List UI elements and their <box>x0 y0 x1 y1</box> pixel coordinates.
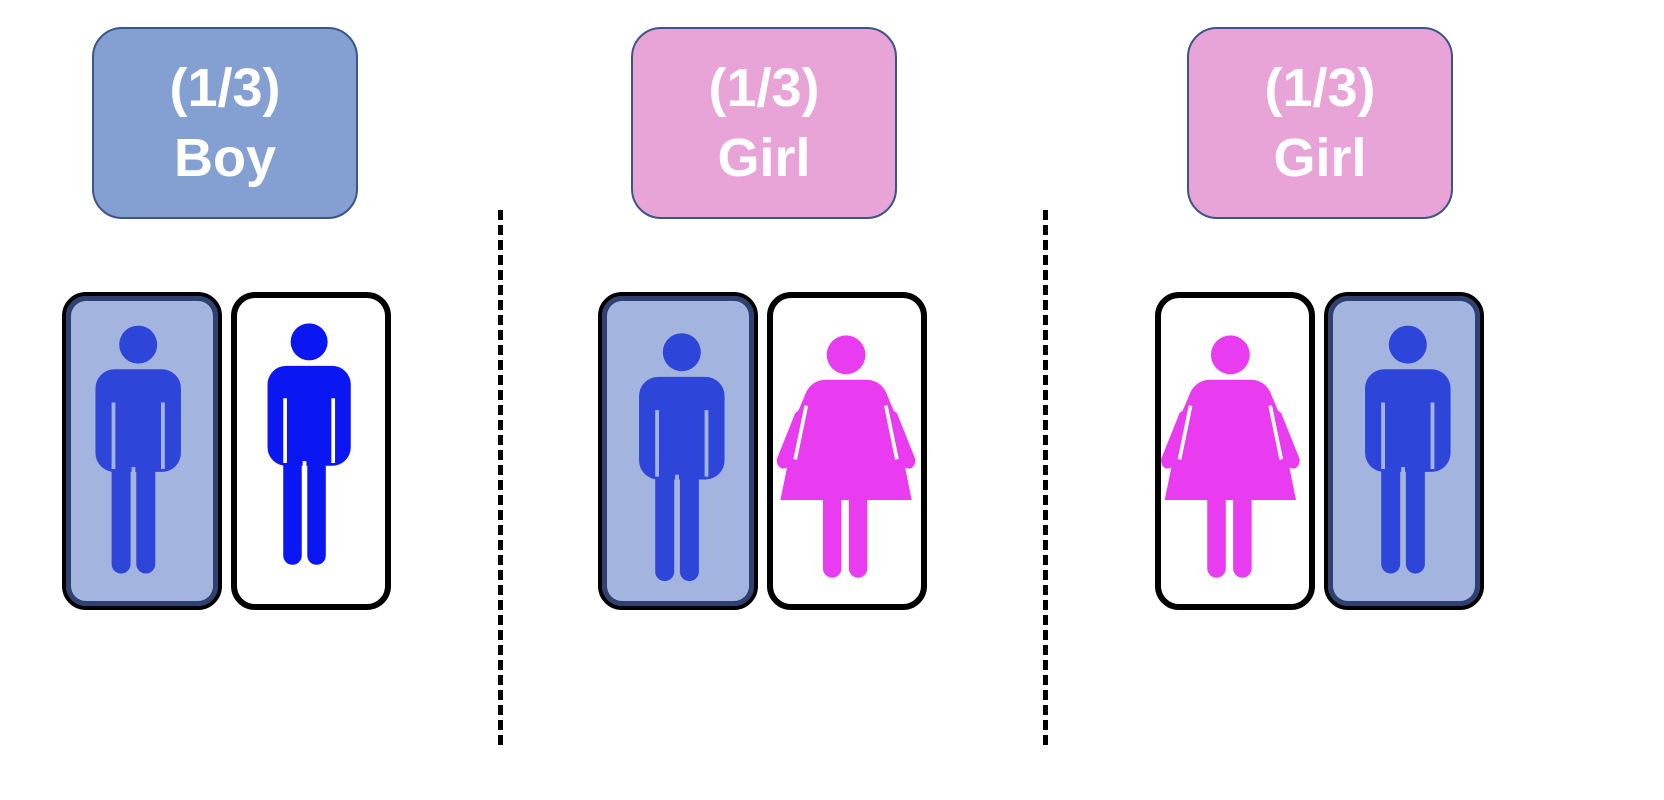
outcome-label-3: (1/3) Girl <box>1187 27 1453 219</box>
child-card-shaded <box>1324 292 1484 610</box>
male-icon <box>267 323 351 567</box>
probability-text: (1/3) <box>708 58 820 118</box>
child-card-plain <box>767 292 927 610</box>
male-icon <box>1365 325 1451 576</box>
dashed-divider <box>1043 210 1048 745</box>
child-card-plain <box>231 292 391 610</box>
male-icon <box>95 325 181 576</box>
outcome-label-1: (1/3) Boy <box>92 27 358 219</box>
outcome-label-2: (1/3) Girl <box>631 27 897 219</box>
child-card-shaded <box>62 292 222 610</box>
male-icon <box>639 333 725 584</box>
probability-text: (1/3) <box>1264 58 1376 118</box>
child-card-plain <box>1155 292 1315 610</box>
outcome-text: Boy <box>173 128 276 188</box>
probability-text: (1/3) <box>169 58 281 118</box>
outcome-text: Girl <box>1273 128 1367 188</box>
female-icon <box>776 335 916 578</box>
dashed-divider <box>498 210 503 745</box>
outcome-text: Girl <box>717 128 811 188</box>
female-icon <box>1161 335 1300 578</box>
child-card-shaded <box>598 292 758 610</box>
